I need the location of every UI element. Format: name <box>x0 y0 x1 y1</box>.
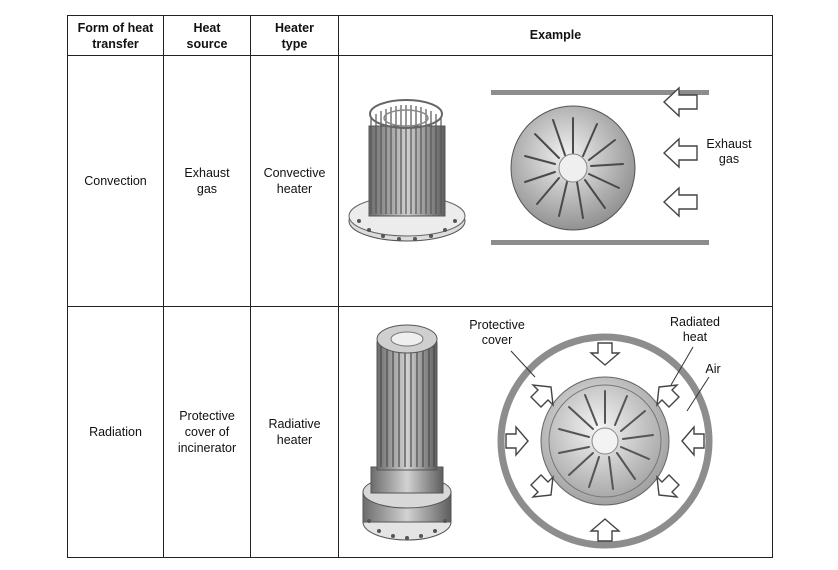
label-radiated-heat-1: Radiated <box>670 315 720 329</box>
convective-heater-illustration: Exhaust gas <box>348 86 752 245</box>
duct-wall-bottom <box>491 240 709 245</box>
radiative-heater-3d <box>362 324 452 541</box>
radiative-heater-illustration: Protective cover Radiated heat Air <box>362 315 721 549</box>
label-exhaust-gas-2: gas <box>719 152 739 166</box>
convective-heater-top-view <box>510 105 636 231</box>
radiative-heater-top-view <box>540 376 670 506</box>
radiated-heat-arrows <box>505 342 705 542</box>
label-radiated-heat-2: heat <box>683 330 708 344</box>
header-example: Example <box>338 15 773 56</box>
convective-heater-3d <box>348 99 466 242</box>
label-protective-cover-2: cover <box>482 333 513 347</box>
label-air: Air <box>705 362 720 376</box>
cell-form: Radiation <box>67 306 164 558</box>
label-exhaust-gas-1: Exhaust <box>706 137 752 151</box>
cell-form: Convection <box>67 55 164 307</box>
cell-example-radiation: Protective cover Radiated heat Air <box>338 306 773 558</box>
exhaust-flow-arrows <box>662 86 698 218</box>
duct-wall-top <box>491 90 709 95</box>
label-protective-cover-1: Protective <box>469 318 525 332</box>
cell-example-convection: Exhaust gas <box>338 55 773 307</box>
